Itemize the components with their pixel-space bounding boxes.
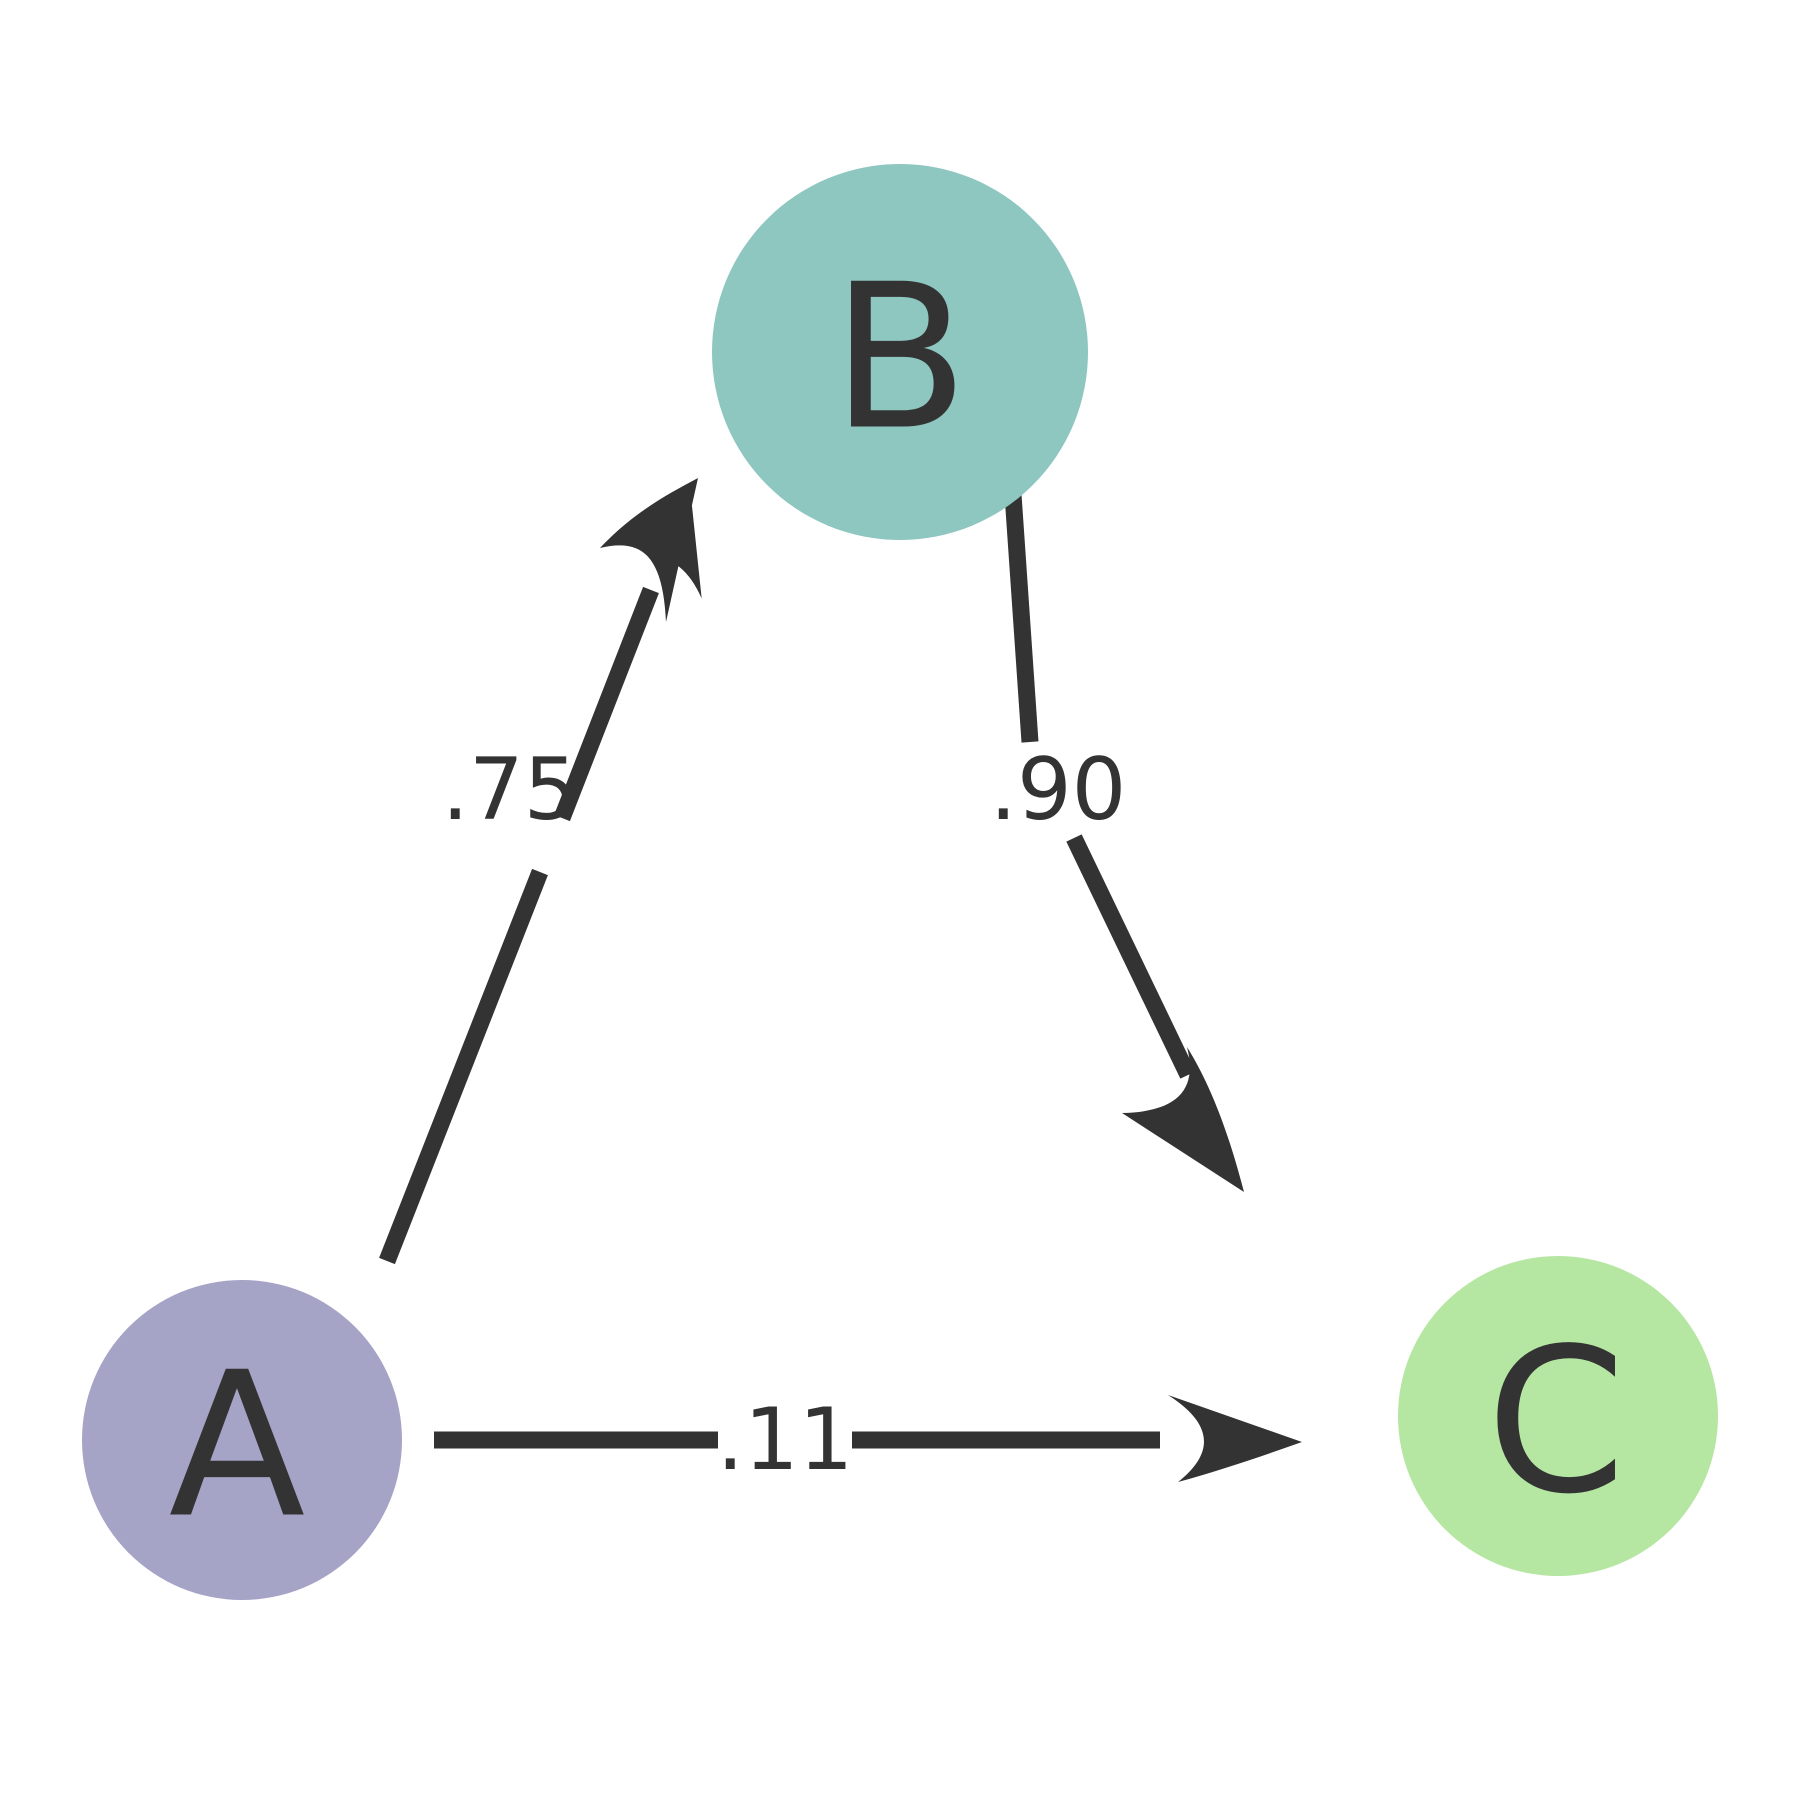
edge-a-to-b-label: .75 <box>442 740 579 840</box>
node-c-label: C <box>1486 1306 1626 1539</box>
edge-a-to-c[interactable]: .11 <box>434 1390 1302 1490</box>
edge-a-to-b-segment-upper <box>554 586 659 822</box>
edge-b-to-c-arrowhead <box>1122 1047 1244 1192</box>
node-c-circle <box>1398 1256 1718 1576</box>
edge-a-to-b[interactable]: .75 <box>379 478 730 1265</box>
edge-b-to-c-segment-lower <box>1066 834 1196 1079</box>
node-b[interactable]: B <box>712 164 1088 540</box>
node-c[interactable]: C <box>1398 1256 1718 1576</box>
edge-a-to-b-segment-lower <box>379 868 548 1265</box>
edge-a-to-c-arrowhead <box>1168 1395 1302 1482</box>
edge-a-to-b-arrowhead-shape <box>600 478 698 622</box>
node-b-circle <box>712 164 1088 540</box>
edge-a-to-c-label: .11 <box>717 1390 854 1490</box>
node-a-label: A <box>169 1330 306 1563</box>
edge-b-to-c[interactable]: .90 <box>990 479 1244 1192</box>
node-b-label: B <box>831 242 968 475</box>
edge-b-to-c-segment-upper <box>1003 479 1039 743</box>
edge-b-to-c-label: .90 <box>990 740 1127 840</box>
node-a-circle <box>82 1280 402 1600</box>
node-a[interactable]: A <box>82 1280 402 1600</box>
